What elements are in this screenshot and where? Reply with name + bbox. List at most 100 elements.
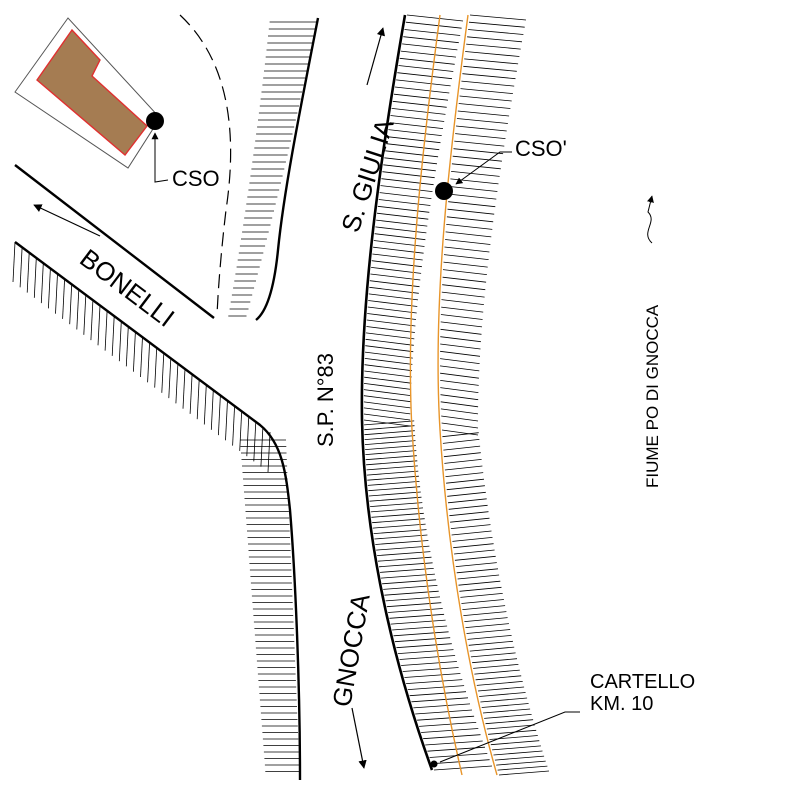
hatch-line bbox=[246, 416, 250, 457]
hatch-line bbox=[466, 43, 521, 50]
hatch-line bbox=[168, 358, 172, 399]
hatch-line bbox=[498, 770, 550, 776]
hatch-line bbox=[367, 306, 417, 314]
hatch-line bbox=[365, 338, 414, 346]
building-footprint bbox=[36, 28, 148, 157]
hatch-line bbox=[446, 485, 485, 491]
hatch-line bbox=[440, 328, 482, 335]
hatch-line bbox=[488, 729, 537, 735]
hatch-line bbox=[389, 122, 444, 129]
cso-right-label: CSO' bbox=[515, 136, 567, 161]
hatch-line bbox=[454, 140, 505, 147]
hatch-line bbox=[368, 300, 418, 307]
hatch-line bbox=[461, 599, 504, 604]
hatch-line bbox=[446, 224, 493, 230]
hatch-line bbox=[364, 425, 415, 431]
embankment-hatch-top bbox=[228, 21, 318, 317]
hatch-line bbox=[372, 523, 426, 529]
km-sign-marker: CARTELLO KM. 10 bbox=[430, 671, 695, 768]
hatch-line bbox=[378, 199, 431, 206]
hatch-line bbox=[477, 686, 525, 692]
hatch-line bbox=[440, 358, 480, 364]
hatch-line bbox=[411, 697, 469, 703]
hatch-line bbox=[394, 637, 451, 643]
hatch-line bbox=[393, 631, 449, 637]
hatch-line bbox=[445, 231, 492, 238]
hatch-line bbox=[445, 239, 491, 245]
hatch-line bbox=[389, 613, 445, 619]
hatch-line bbox=[440, 336, 481, 343]
hatch-line bbox=[472, 658, 518, 664]
hatch-line bbox=[40, 263, 44, 304]
embankment-hatch-bonelli bbox=[12, 241, 271, 473]
hatch-line bbox=[439, 365, 480, 372]
km-sign-leader bbox=[439, 711, 580, 763]
hatch-line bbox=[378, 562, 433, 568]
hatch-line bbox=[392, 100, 447, 108]
hatch-line bbox=[450, 524, 491, 529]
road-edge-upper-left bbox=[255, 17, 320, 321]
hatch-line bbox=[444, 246, 490, 253]
hatch-line bbox=[448, 193, 497, 200]
hatch-line bbox=[371, 512, 424, 518]
hatch-line bbox=[397, 649, 454, 654]
hatch-line bbox=[441, 291, 485, 298]
cso-left-leader bbox=[151, 132, 169, 183]
hatch-line bbox=[402, 667, 459, 672]
hatch-line bbox=[440, 394, 479, 401]
hatch-line bbox=[468, 640, 513, 646]
hatch-line bbox=[469, 646, 515, 652]
street-label-giulia: S. GIULIA bbox=[335, 115, 400, 236]
hatch-line bbox=[26, 252, 30, 293]
hatch-line bbox=[368, 491, 421, 497]
hatch-line bbox=[140, 336, 143, 378]
road-edge-east bbox=[360, 14, 434, 771]
hatch-line bbox=[443, 254, 489, 260]
hatch-line bbox=[451, 163, 501, 170]
hatch-line bbox=[377, 551, 431, 556]
hatch-line bbox=[388, 129, 442, 136]
hatch-line bbox=[419, 722, 477, 727]
hatch-line bbox=[462, 73, 516, 80]
hatch-line bbox=[406, 14, 464, 22]
hatch-line bbox=[490, 740, 540, 746]
hatch-line bbox=[431, 759, 490, 765]
hatch-line bbox=[225, 400, 228, 441]
hatch-line bbox=[218, 395, 221, 436]
hatch-line bbox=[443, 452, 481, 458]
hatch-line bbox=[409, 691, 467, 697]
river-label: FIUME PO DI GNOCCA bbox=[643, 304, 662, 488]
hatch-line bbox=[441, 306, 484, 313]
hatch-line bbox=[447, 498, 487, 504]
hatch-line bbox=[403, 36, 459, 44]
hatch-line bbox=[446, 478, 485, 484]
hatch-line bbox=[440, 343, 481, 350]
hatch-line bbox=[154, 347, 158, 388]
hatch-line bbox=[440, 380, 479, 386]
hatch-line bbox=[453, 148, 504, 155]
hatch-line bbox=[12, 241, 16, 283]
hatch-line bbox=[373, 246, 424, 254]
road-edge-bonelli-north bbox=[14, 164, 215, 319]
hatch-line bbox=[373, 240, 425, 247]
hatch-line bbox=[366, 470, 419, 476]
hatch-line bbox=[385, 596, 441, 602]
hatch-line bbox=[133, 331, 136, 372]
hatch-line bbox=[425, 740, 483, 746]
hatch-line bbox=[375, 226, 427, 234]
hatch-line bbox=[375, 540, 429, 545]
hatch-line bbox=[452, 155, 502, 162]
hatch-line bbox=[365, 445, 416, 450]
hatch-line bbox=[111, 315, 115, 356]
hatch-line bbox=[365, 455, 417, 461]
hatch-line bbox=[379, 192, 432, 199]
hatch-line bbox=[267, 431, 271, 473]
hatch-line bbox=[444, 459, 482, 464]
hatch-line bbox=[463, 65, 517, 72]
hatch-line bbox=[455, 562, 497, 567]
hatch-line bbox=[382, 171, 435, 179]
hatch-line bbox=[366, 460, 418, 466]
hatch-line bbox=[496, 760, 546, 766]
street-label-bonelli: BONELLI bbox=[74, 243, 180, 333]
